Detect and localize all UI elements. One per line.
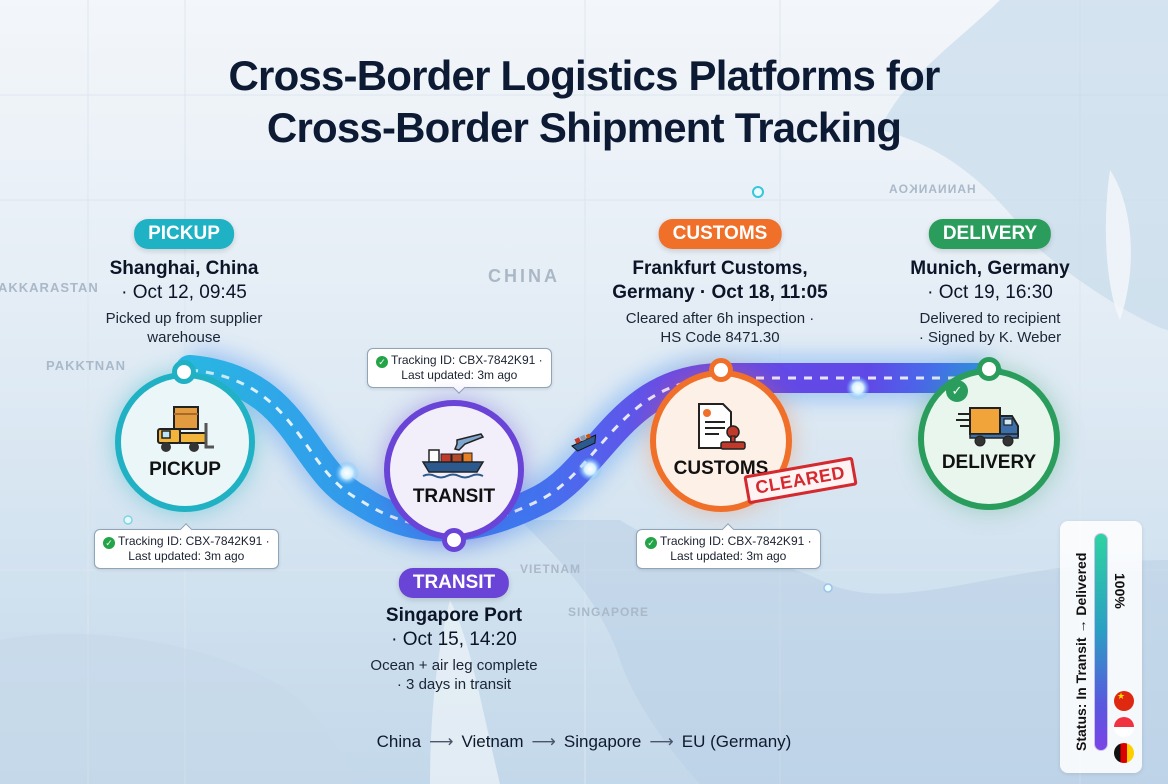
status-progress-bar (1094, 533, 1108, 751)
route-waypoint-dots (123, 186, 870, 593)
status-label: Status: In Transit → Delivered (1073, 552, 1089, 751)
pickup-location: Shanghai, China (109, 258, 259, 279)
pickup-node[interactable]: PICKUP (115, 372, 255, 512)
pickup-info: Shanghai, China · Oct 12, 09:45 Picked u… (64, 257, 304, 347)
china-flag-icon (1114, 691, 1134, 711)
cargo-ship-icon (571, 433, 597, 452)
delivery-pin (977, 357, 1001, 381)
transit-location: Singapore Port (385, 605, 523, 626)
check-icon: ✓ (376, 356, 388, 368)
status-panel: Status: In Transit → Delivered 100% (1060, 521, 1142, 773)
map-label-kazakhstan: AKKARASTAN (0, 280, 99, 295)
customs-stage-pill: CUSTOMS (658, 219, 782, 249)
customs-tracking-tooltip: ✓Tracking ID: CBX-7842K91 · Last updated… (636, 529, 821, 569)
page-title: Cross-Border Logistics Platforms for Cro… (0, 50, 1168, 154)
route-stop-singapore: Singapore (563, 732, 642, 751)
delivery-node[interactable]: DELIVERY (918, 368, 1060, 510)
map-label-vietnam: VIETNAM (520, 562, 581, 576)
customs-time: Germany · Oct 18, 11:05 (612, 282, 828, 303)
customs-pin (709, 358, 733, 382)
last-updated: Last updated: 3m ago (670, 549, 787, 563)
pickup-stage-pill: PICKUP (134, 219, 234, 249)
route-stop-vietnam: Vietnam (461, 732, 524, 751)
transit-stage-pill: TRANSIT (398, 568, 510, 598)
delivery-time: · Oct 19, 16:30 (927, 282, 1053, 303)
pickup-pin (172, 360, 196, 384)
status-percent: 100% (1112, 573, 1128, 609)
delivery-node-label: DELIVERY (941, 452, 1037, 473)
customs-location: Frankfurt Customs, (632, 258, 808, 279)
tracking-id: Tracking ID: CBX-7842K91 · (118, 534, 270, 548)
singapore-flag-icon (1114, 717, 1134, 737)
delivery-stage-pill: DELIVERY (928, 219, 1052, 249)
last-updated: Last updated: 3m ago (401, 368, 518, 382)
title-line-1: Cross-Border Logistics Platforms for (228, 52, 941, 99)
tracking-id: Tracking ID: CBX-7842K91 · (660, 534, 812, 548)
map-label-china: CHINA (488, 266, 560, 286)
customs-description-2: HS Code 8471.30 (660, 329, 780, 346)
delivery-description: Delivered to recipient (919, 310, 1061, 327)
pickup-time: · Oct 12, 09:45 (121, 282, 247, 303)
document-stamp-icon (698, 403, 746, 450)
transit-node[interactable]: TRANSIT (384, 400, 524, 540)
route-stop-china: China (376, 732, 422, 751)
customs-node-label: CUSTOMS (673, 458, 769, 479)
route-arrow-icon: ⟶ (649, 732, 674, 751)
map-label-north: HANNANKOA (888, 182, 976, 196)
transit-time: · Oct 15, 14:20 (391, 629, 517, 650)
tracking-id: Tracking ID: CBX-7842K91 · (391, 353, 543, 367)
delivered-check-icon: ✓ (946, 380, 968, 402)
check-icon: ✓ (645, 537, 657, 549)
transit-node-label: TRANSIT (412, 486, 496, 507)
delivery-info: Munich, Germany · Oct 19, 16:30 Delivere… (870, 257, 1110, 347)
transit-tracking-tooltip: ✓Tracking ID: CBX-7842K91 · Last updated… (367, 348, 552, 388)
map-label-pakistan: PAKKTNAN (46, 358, 126, 373)
germany-flag-icon (1114, 743, 1134, 763)
pickup-node-label: PICKUP (149, 459, 221, 480)
customs-info: Frankfurt Customs, Germany · Oct 18, 11:… (590, 257, 850, 347)
map-label-singapore: SINGAPORE (568, 605, 650, 619)
route-stop-eu-germany: EU (Germany) (681, 732, 792, 751)
ship-plane-icon (421, 433, 485, 479)
check-icon: ✓ (103, 537, 115, 549)
delivery-location: Munich, Germany (910, 258, 1070, 279)
transit-description: Ocean + air leg complete (370, 657, 538, 674)
transit-pin (442, 528, 466, 552)
delivery-description-2: · Signed by K. Weber (918, 329, 1062, 346)
route-arrow-icon: ⟶ (429, 732, 454, 751)
route-arrow-icon: ⟶ (531, 732, 556, 751)
transit-info: Singapore Port · Oct 15, 14:20 Ocean + a… (334, 604, 574, 694)
delivery-truck-icon (956, 407, 1019, 447)
pickup-tracking-tooltip: ✓Tracking ID: CBX-7842K91 · Last updated… (94, 529, 279, 569)
title-line-2: Cross-Border Shipment Tracking (266, 104, 902, 151)
country-route: China ⟶ Vietnam ⟶ Singapore ⟶ EU (Germany) (0, 732, 1168, 752)
customs-description: Cleared after 6h inspection · (625, 310, 815, 327)
pickup-description: Picked up from supplier warehouse (105, 310, 263, 346)
last-updated: Last updated: 3m ago (128, 549, 245, 563)
transit-description-2: · 3 days in transit (396, 676, 512, 693)
forklift-box-icon (157, 406, 214, 452)
